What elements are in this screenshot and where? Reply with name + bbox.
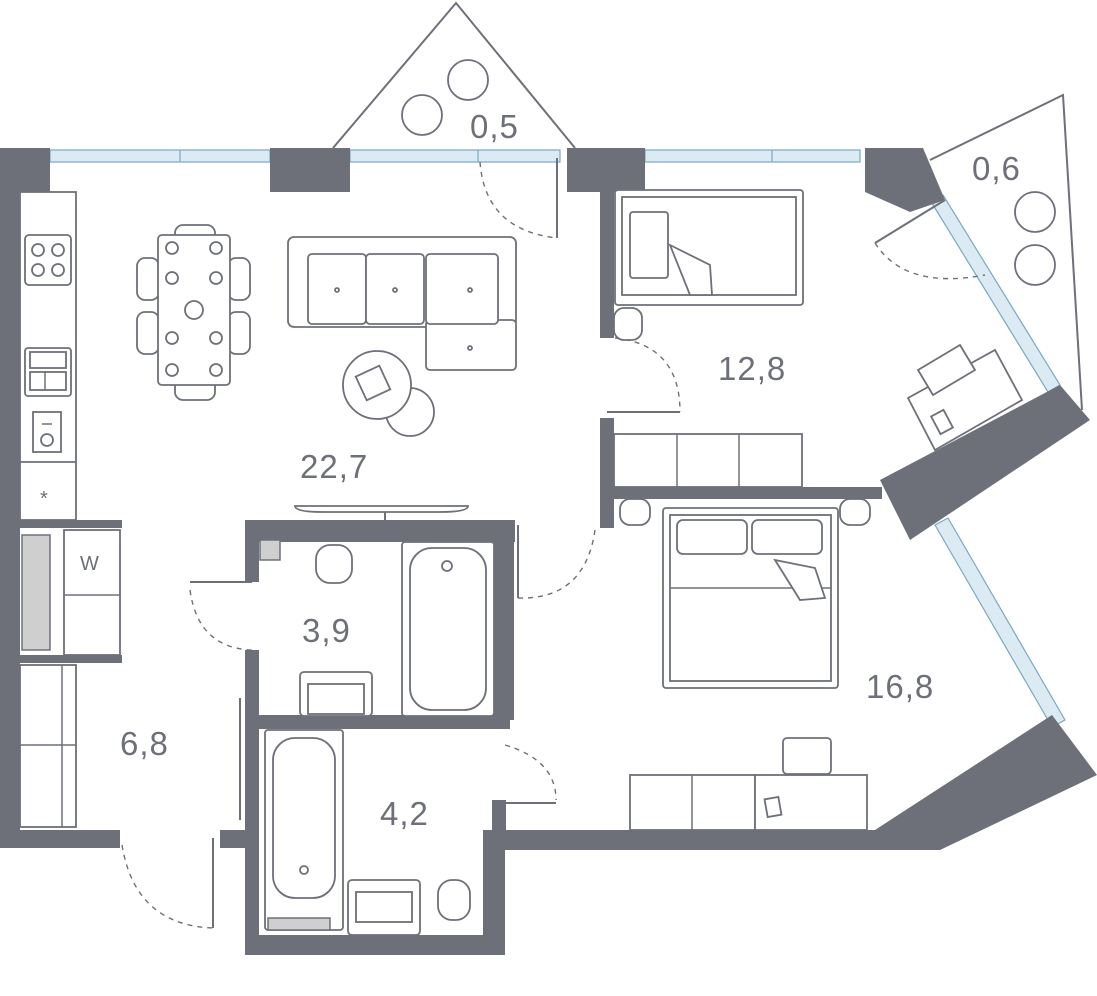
fridge-mark: *	[40, 488, 48, 510]
nightstand	[613, 307, 643, 341]
wardrobe-closet	[21, 534, 51, 651]
wardrobe-large-bedroom	[629, 774, 756, 831]
bed-large	[619, 498, 871, 689]
area-label-bedroom-large: 16,8	[866, 668, 934, 705]
coffee-table	[342, 350, 435, 437]
area-label-living-kitchen: 22,7	[300, 448, 368, 485]
area-label-hallway: 6,8	[120, 725, 169, 762]
bed-small	[614, 189, 804, 306]
dining-table	[136, 224, 251, 401]
walls	[0, 148, 1097, 955]
wardrobe-small-bedroom	[613, 433, 803, 488]
doors	[121, 158, 986, 929]
hallway-wardrobe	[19, 664, 77, 828]
desk-small-bedroom	[906, 343, 1024, 452]
area-labels: 0,5 0,6 12,8 22,7 3,9 16,8 6,8 4,2	[120, 108, 1021, 832]
area-label-balcony-right: 0,6	[972, 150, 1021, 187]
area-label-bedroom-small: 12,8	[718, 350, 786, 387]
balcony-right-outline	[929, 93, 1083, 411]
balcony-right-chairs	[1014, 191, 1056, 286]
windows	[49, 149, 1066, 728]
balcony-top-chairs	[401, 59, 489, 136]
desk-large-bedroom	[754, 737, 868, 831]
sink-icon	[24, 347, 72, 397]
area-label-balcony-top: 0,5	[470, 108, 519, 145]
washer-mark: W	[80, 553, 99, 575]
fridge-icon: *	[40, 488, 48, 510]
dishwasher-icon	[32, 411, 62, 453]
bathroom-1-fixtures	[259, 539, 495, 717]
stove-icon	[24, 234, 72, 286]
sofa	[287, 236, 517, 371]
area-label-bathroom-1: 3,9	[302, 612, 351, 649]
tv-unit	[294, 505, 469, 520]
washer-icon: W	[63, 529, 121, 656]
area-label-bathroom-2: 4,2	[380, 795, 429, 832]
bathroom-2-fixtures	[264, 729, 471, 936]
balcony-top-outline	[332, 1, 576, 149]
